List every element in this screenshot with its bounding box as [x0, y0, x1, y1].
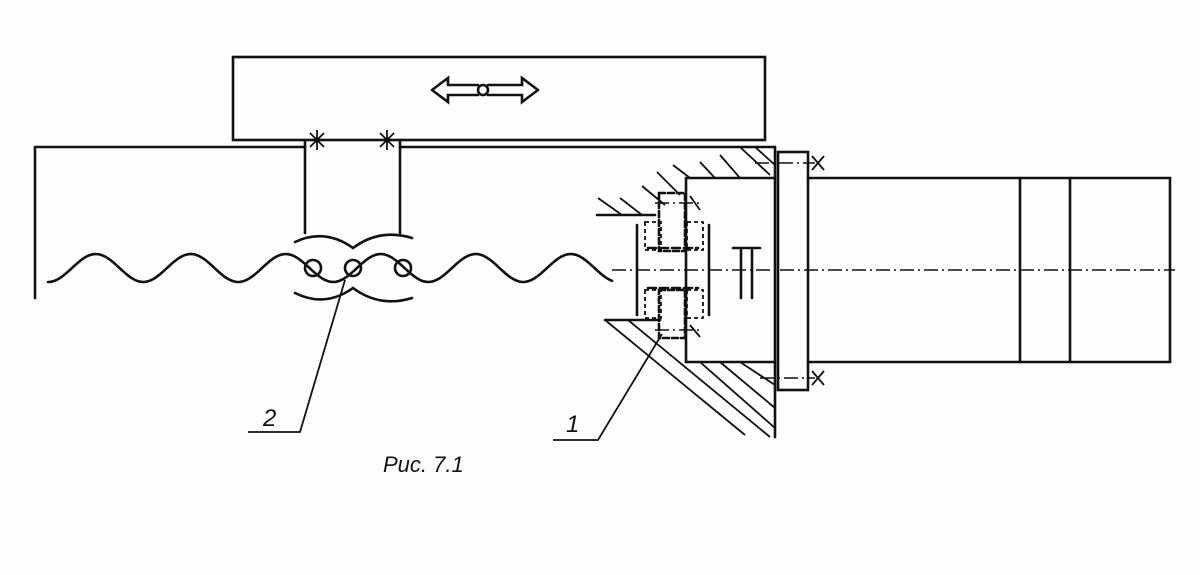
label-2: 2	[262, 405, 276, 432]
motor-flange	[776, 150, 810, 392]
label-1: 1	[566, 411, 579, 438]
moving-table	[231, 55, 767, 142]
ball-screw	[46, 252, 614, 284]
housing	[595, 145, 777, 439]
double-arrow-icon	[430, 75, 540, 105]
leader-line-1	[553, 333, 663, 441]
nut-lower	[293, 286, 414, 303]
bolt-marks	[655, 155, 825, 386]
figure-caption: Рис. 7.1	[383, 452, 464, 477]
balls	[303, 258, 413, 278]
machine-bed	[33, 145, 777, 300]
nut-upper	[293, 233, 414, 250]
nut-bracket	[303, 138, 402, 235]
leader-line-2	[248, 279, 346, 433]
weld-mark-icon	[309, 130, 395, 150]
